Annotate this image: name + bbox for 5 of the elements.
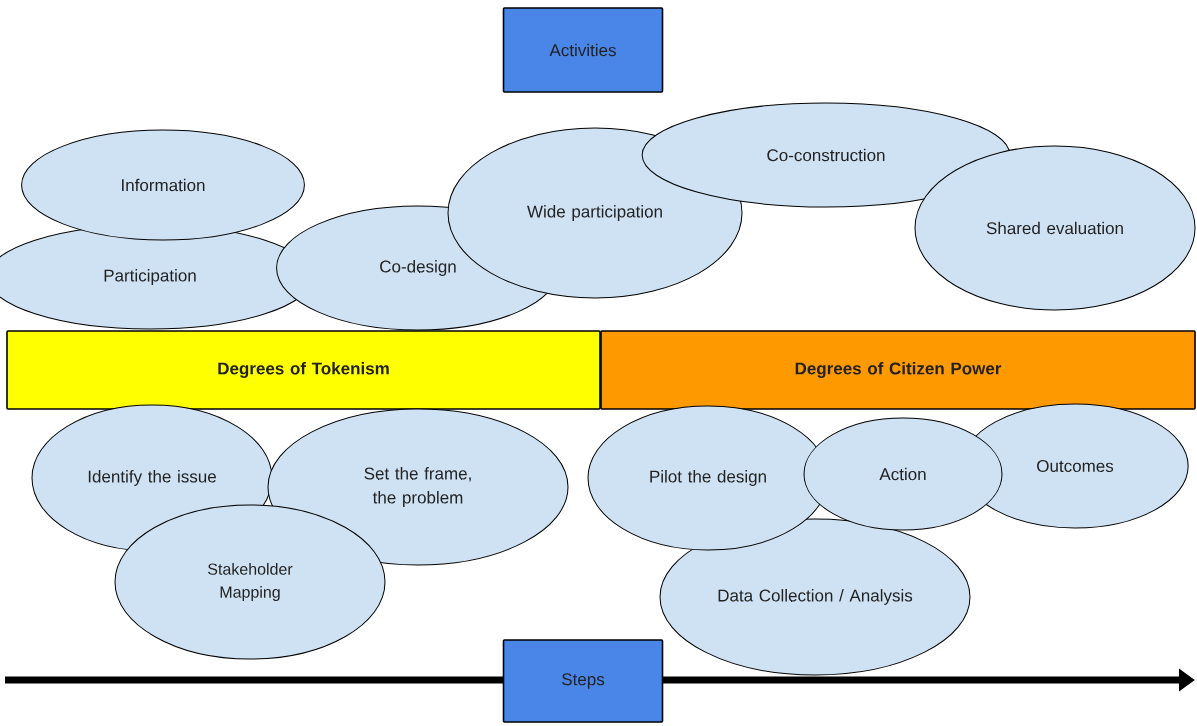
label-box: Steps — [502, 639, 664, 723]
band: Degrees of Citizen Power — [600, 330, 1196, 410]
node-label: Outcomes — [1037, 459, 1114, 473]
band: Degrees of Tokenism — [6, 330, 601, 410]
label-box: Activities — [502, 7, 664, 93]
